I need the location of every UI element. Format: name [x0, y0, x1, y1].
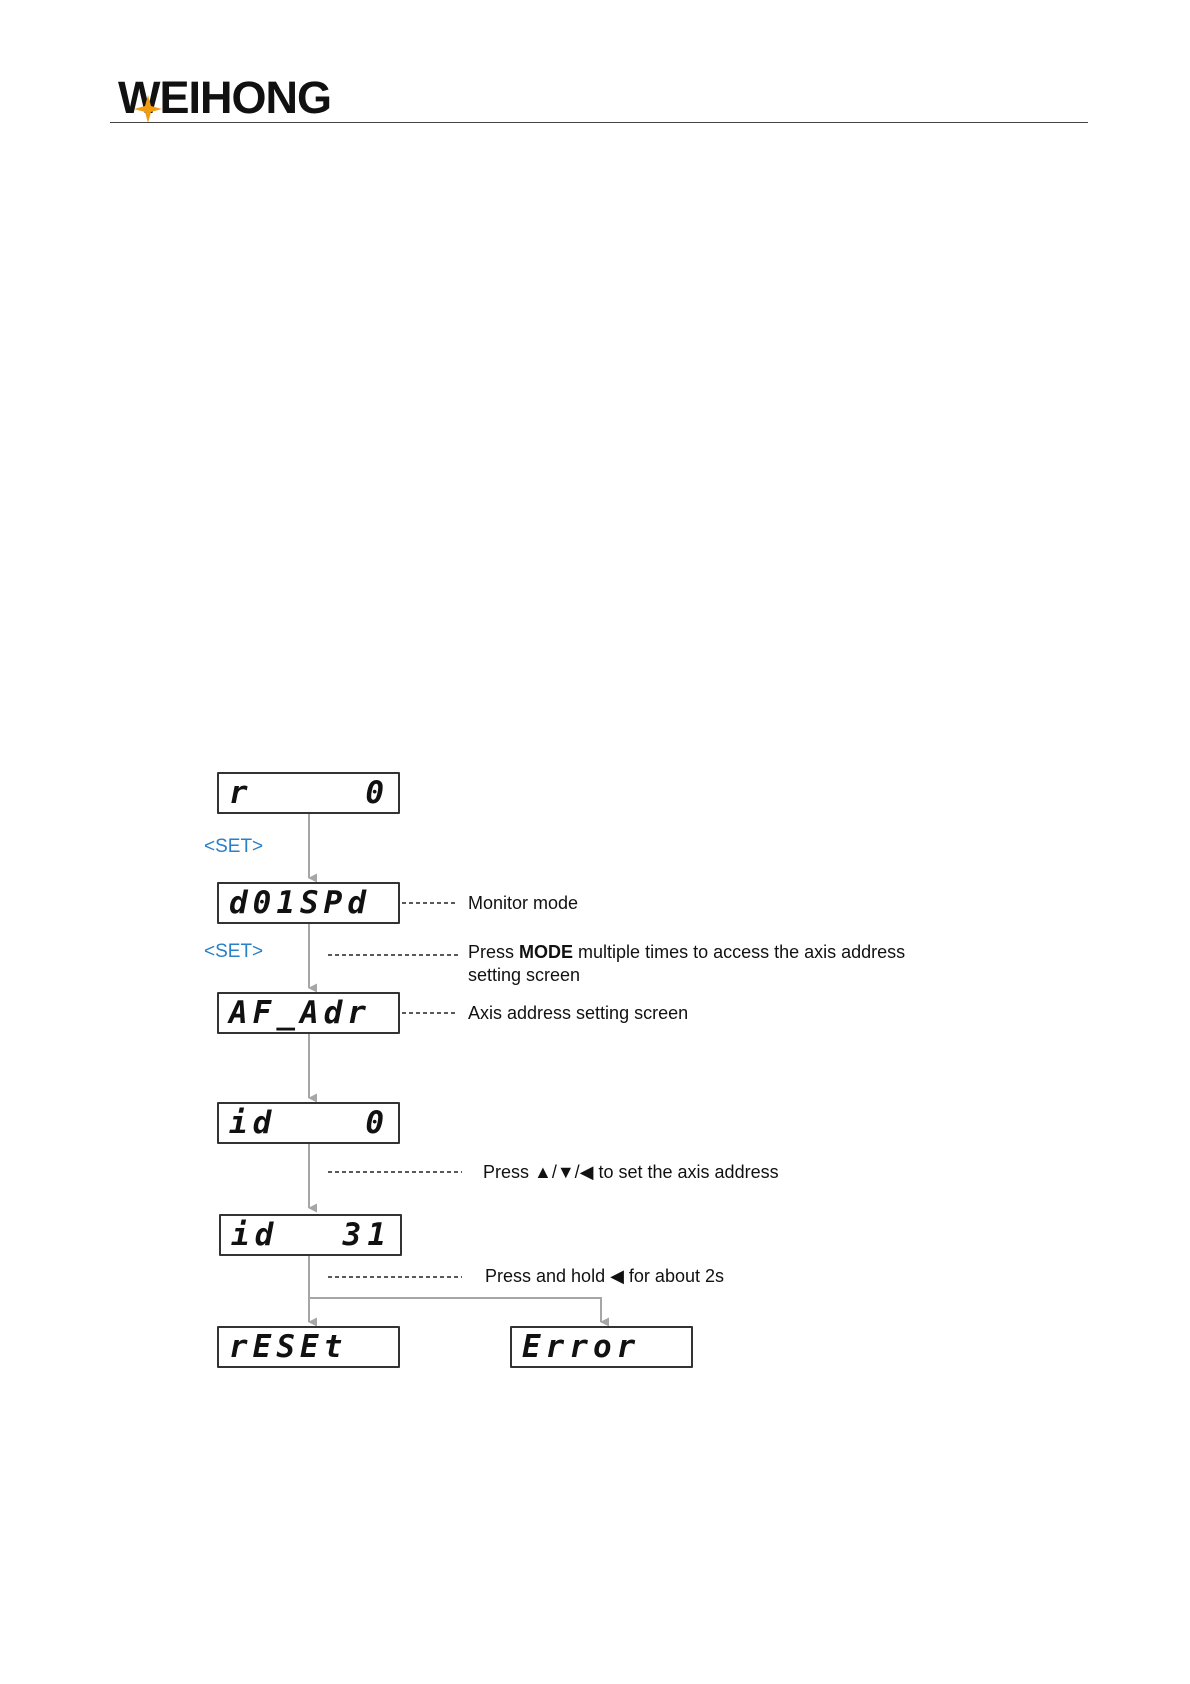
set-key-label: <SET>	[204, 836, 263, 858]
lcd-display-id-31: id 31	[219, 1214, 402, 1256]
lcd-left-text: id	[231, 1217, 278, 1253]
lcd-display-reset: rESEt	[217, 1326, 400, 1368]
lcd-left-text: id	[229, 1105, 276, 1141]
lcd-right-text: 0	[365, 1105, 390, 1141]
lcd-display-error: Error	[510, 1326, 693, 1368]
note-press-hold: Press and hold ◀ for about 2s	[485, 1266, 724, 1287]
note-monitor-mode: Monitor mode	[468, 893, 578, 914]
set-key-label: <SET>	[204, 941, 263, 963]
lcd-left-text: r	[229, 775, 253, 811]
lcd-display-id-0: id 0	[217, 1102, 400, 1144]
note-text: multiple times to access the axis addres…	[578, 942, 905, 962]
note-set-address: Press ▲/▼/◀ to set the axis address	[483, 1162, 779, 1183]
note-key-bold: MODE	[519, 942, 573, 962]
lcd-display-monitor: d01SPd	[217, 882, 400, 924]
arrow-6	[309, 1298, 601, 1322]
note-press-mode-line2: setting screen	[468, 965, 580, 986]
lcd-left-text: d01SPd	[229, 885, 371, 921]
lcd-right-text: 31	[343, 1217, 392, 1253]
note-text: Press	[468, 942, 514, 962]
lcd-left-text: rESEt	[229, 1329, 347, 1365]
note-press-mode: Press MODE multiple times to access the …	[468, 942, 905, 963]
lcd-left-text: Error	[522, 1329, 640, 1365]
note-axis-screen: Axis address setting screen	[468, 1003, 688, 1024]
lcd-display-axis-address: AF_Adr	[217, 992, 400, 1034]
lcd-left-text: AF_Adr	[229, 995, 371, 1031]
lcd-right-text: 0	[365, 775, 390, 811]
lcd-display-r: r 0	[217, 772, 400, 814]
